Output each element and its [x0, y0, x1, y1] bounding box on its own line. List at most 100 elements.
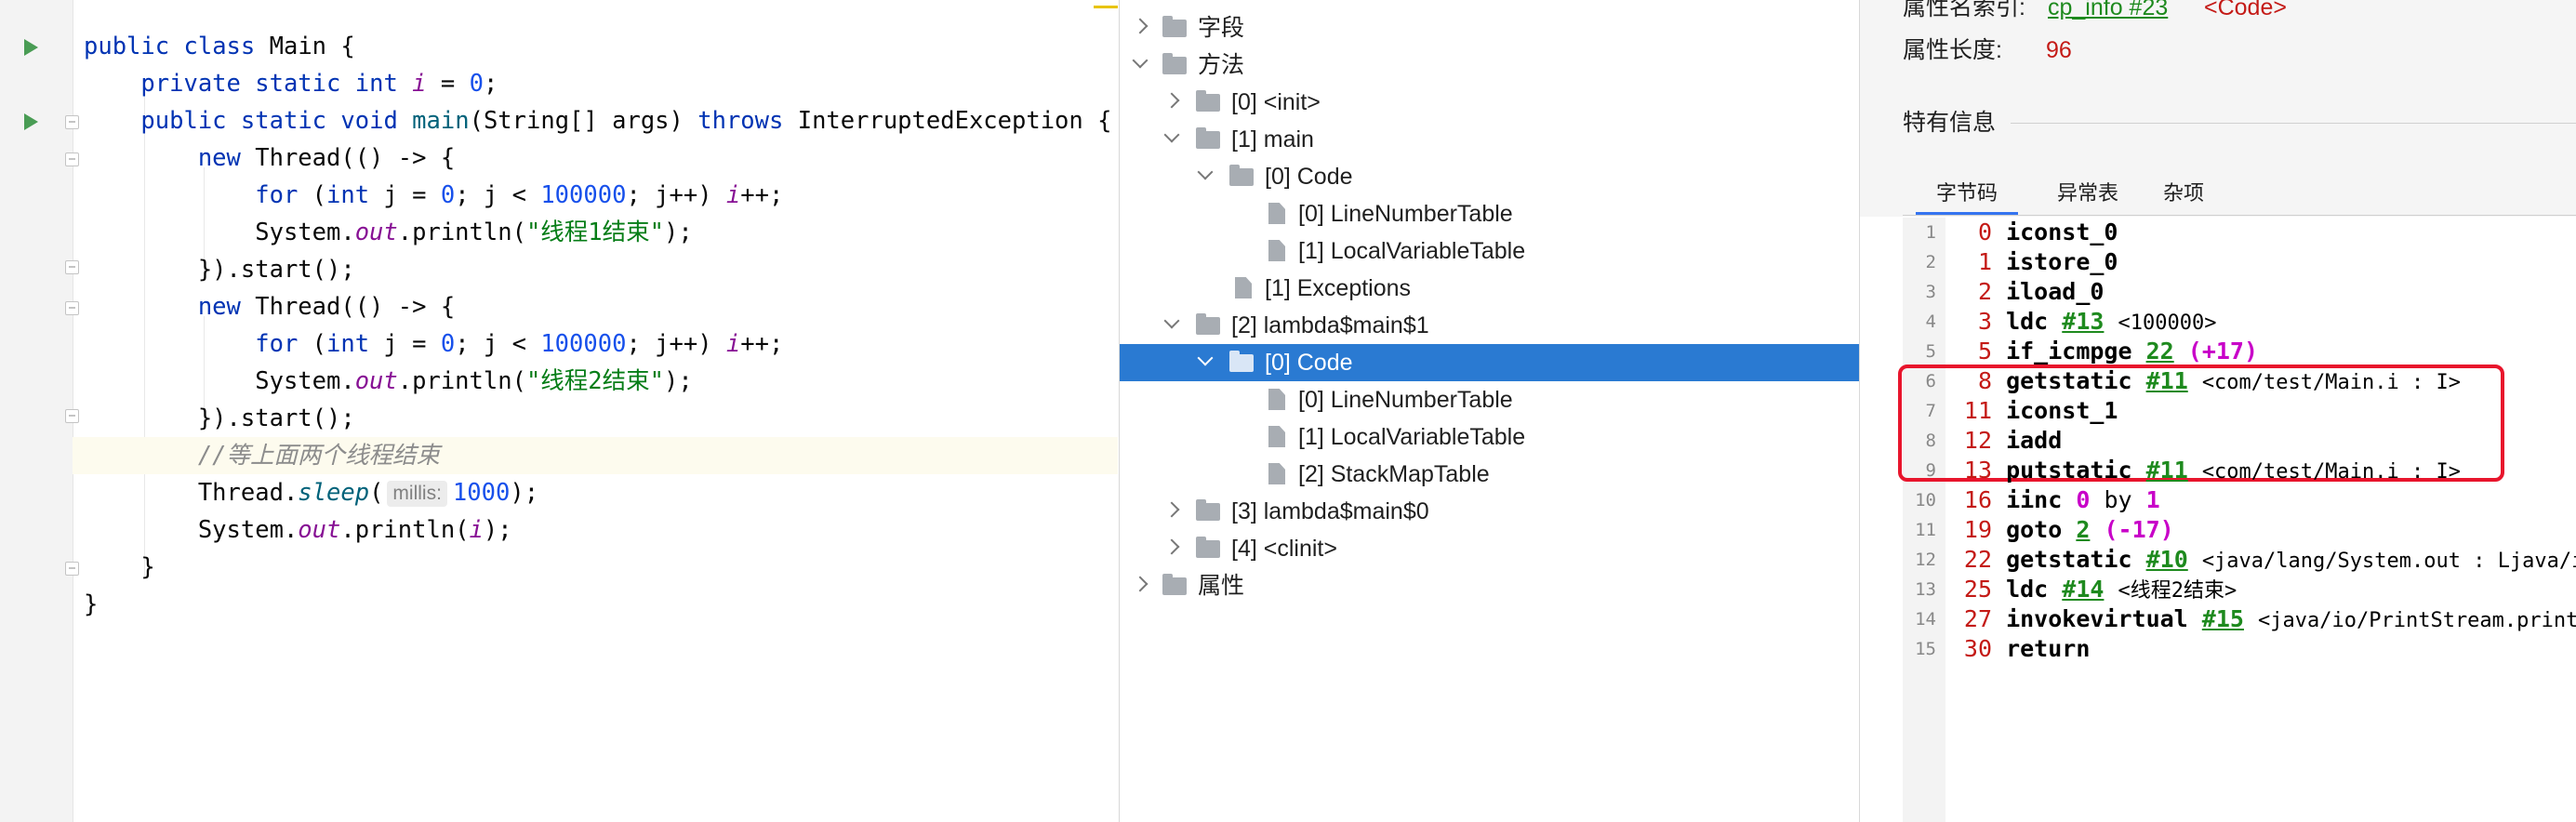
- bytecode-opcode: iadd: [2006, 427, 2063, 454]
- constant-pool-link[interactable]: #11: [2145, 457, 2188, 484]
- scroll-marker: [1094, 6, 1118, 8]
- bytecode-comment: <com/test/Main.i : I>: [2201, 371, 2461, 394]
- tree-node-fields[interactable]: 字段: [1120, 9, 1859, 46]
- code-editor[interactable]: public class Main { private static int i…: [0, 0, 1118, 822]
- fold-thread2-icon[interactable]: [65, 301, 79, 315]
- chevron-right-icon[interactable]: [1132, 576, 1149, 592]
- tree-node-lambda1-code-selected[interactable]: [0] Code: [1120, 344, 1859, 381]
- tree-node-method-main[interactable]: [1] main: [1120, 121, 1859, 158]
- bytecode-offset: 11: [1963, 397, 1992, 424]
- folder-icon: [1162, 53, 1187, 74]
- folder-icon: [1229, 351, 1254, 372]
- tree-node-label: [3] lambda$main$0: [1231, 498, 1429, 524]
- constant-pool-link[interactable]: #13: [2062, 308, 2105, 335]
- indent-guide: [144, 93, 145, 577]
- chevron-right-icon[interactable]: [1163, 538, 1180, 555]
- bytecode-offset: 1: [1977, 248, 1992, 275]
- chevron-down-icon[interactable]: [1197, 164, 1214, 180]
- bytecode-offset: 5: [1977, 338, 1992, 365]
- editor-gutter: [0, 0, 79, 822]
- tree-node-main-linenumbertable[interactable]: [0] LineNumberTable: [1120, 195, 1859, 232]
- tree-node-main-exceptions[interactable]: [1] Exceptions: [1120, 270, 1859, 307]
- bytecode-opcode: putstatic: [2006, 457, 2132, 484]
- constant-pool-link[interactable]: #14: [2062, 576, 2105, 603]
- chevron-down-icon[interactable]: [1132, 52, 1149, 69]
- run-main-icon[interactable]: [24, 113, 38, 130]
- bytecode-offset: 22: [1963, 546, 1992, 573]
- constant-pool-link[interactable]: #11: [2145, 367, 2188, 394]
- tree-node-lambda1-stackmaptable[interactable]: [2] StackMapTable: [1120, 456, 1859, 493]
- tree-node-method-init[interactable]: [0] <init>: [1120, 84, 1859, 121]
- tree-node-main-code[interactable]: [0] Code: [1120, 158, 1859, 195]
- chevron-down-icon[interactable]: [1197, 350, 1214, 366]
- attr-name-index-link[interactable]: cp_info #23: [2048, 0, 2169, 20]
- fold-end-thread2-icon[interactable]: [65, 409, 79, 423]
- bytecode-row: 1 istore_0: [1945, 247, 2118, 277]
- code-line: }: [84, 590, 99, 618]
- folder-icon: [1196, 90, 1220, 112]
- tree-node-lambda1-localvariabletable[interactable]: [1] LocalVariableTable: [1120, 418, 1859, 456]
- jump-target-link[interactable]: 2: [2076, 516, 2091, 543]
- code-line: System.out.println("线程1结束");: [255, 219, 693, 246]
- tree-node-method-clinit[interactable]: [4] <clinit>: [1120, 530, 1859, 567]
- bytecode-opcode: invokevirtual: [2006, 605, 2188, 632]
- chevron-right-icon[interactable]: [1163, 92, 1180, 109]
- bytecode-offset: 27: [1963, 605, 1992, 632]
- constant-pool-link[interactable]: #10: [2145, 546, 2188, 573]
- tree-node-main-localvariabletable[interactable]: [1] LocalVariableTable: [1120, 232, 1859, 270]
- fold-end-thread1-icon[interactable]: [65, 260, 79, 274]
- chevron-down-icon[interactable]: [1163, 126, 1180, 143]
- fold-end-main-icon[interactable]: [65, 562, 79, 576]
- tree-node-label: [0] Code: [1265, 164, 1353, 190]
- iinc-by: by: [2104, 486, 2132, 513]
- bytecode-line-number: 14: [1915, 609, 1936, 630]
- bytecode-opcode: if_icmpge: [2006, 338, 2132, 365]
- tabs-divider: [1903, 215, 2576, 216]
- tab-bytecode[interactable]: 字节码: [1916, 175, 2018, 215]
- line-number: [0, 65, 6, 102]
- tab-misc[interactable]: 杂项: [2162, 181, 2204, 205]
- tree-node-method-lambda0[interactable]: [3] lambda$main$0: [1120, 493, 1859, 530]
- tree-node-attributes[interactable]: 属性: [1120, 567, 1859, 604]
- tree-node-label: [1] main: [1231, 126, 1314, 152]
- fold-thread1-icon[interactable]: [65, 152, 79, 166]
- highlight-box: [1898, 365, 2504, 482]
- tree-node-lambda1-linenumbertable[interactable]: [0] LineNumberTable: [1120, 381, 1859, 418]
- constant-pool-link[interactable]: #15: [2201, 605, 2244, 632]
- file-icon: [1235, 277, 1252, 298]
- bytecode-offset: 16: [1963, 486, 1992, 513]
- bytecode-offset: 30: [1963, 635, 1992, 662]
- fold-main-icon[interactable]: [65, 115, 79, 129]
- code-line: for (int j = 0; j < 100000; j++) i++;: [255, 330, 784, 358]
- jump-target-link[interactable]: 22: [2145, 338, 2174, 365]
- chevron-right-icon[interactable]: [1132, 18, 1149, 34]
- run-class-icon[interactable]: [24, 39, 38, 56]
- line-number: [0, 325, 6, 363]
- bytecode-row: 13 putstatic #11 <com/test/Main.i : I>: [1945, 456, 2461, 485]
- tree-node-label: 方法: [1198, 52, 1245, 78]
- class-structure-tree[interactable]: 字段 方法 [0] <init> [1] main [0] Code [0] L…: [1119, 0, 1859, 822]
- tree-node-label: [4] <clinit>: [1231, 536, 1337, 562]
- file-icon: [1268, 389, 1285, 410]
- line-number: [0, 0, 6, 28]
- code-line: }).start();: [197, 256, 355, 284]
- bytecode-opcode: getstatic: [2006, 546, 2132, 573]
- tree-node-label: [1] Exceptions: [1265, 275, 1412, 301]
- bytecode-opcode: iconst_1: [2006, 397, 2118, 424]
- code-line: public static void main(String[] args) t…: [140, 107, 1112, 135]
- code-line: }: [140, 553, 155, 581]
- chevron-down-icon[interactable]: [1163, 312, 1180, 329]
- tree-node-method-lambda1[interactable]: [2] lambda$main$1: [1120, 307, 1859, 344]
- tree-node-methods[interactable]: 方法: [1120, 46, 1859, 84]
- bytecode-comment: <com/test/Main.i : I>: [2201, 460, 2461, 484]
- bytecode-offset: 25: [1963, 576, 1992, 603]
- bytecode-offset: 3: [1977, 308, 1992, 335]
- folder-icon: [1196, 499, 1220, 521]
- chevron-right-icon[interactable]: [1163, 501, 1180, 518]
- iinc-const: 1: [2145, 486, 2160, 513]
- code-line: new Thread(() -> {: [197, 144, 456, 172]
- code-line: for (int j = 0; j < 100000; j++) i++;: [255, 181, 784, 209]
- tab-exception-table[interactable]: 异常表: [2056, 181, 2118, 205]
- bytecode-gutter: [1903, 218, 1945, 822]
- bytecode-line-number: 10: [1915, 490, 1936, 510]
